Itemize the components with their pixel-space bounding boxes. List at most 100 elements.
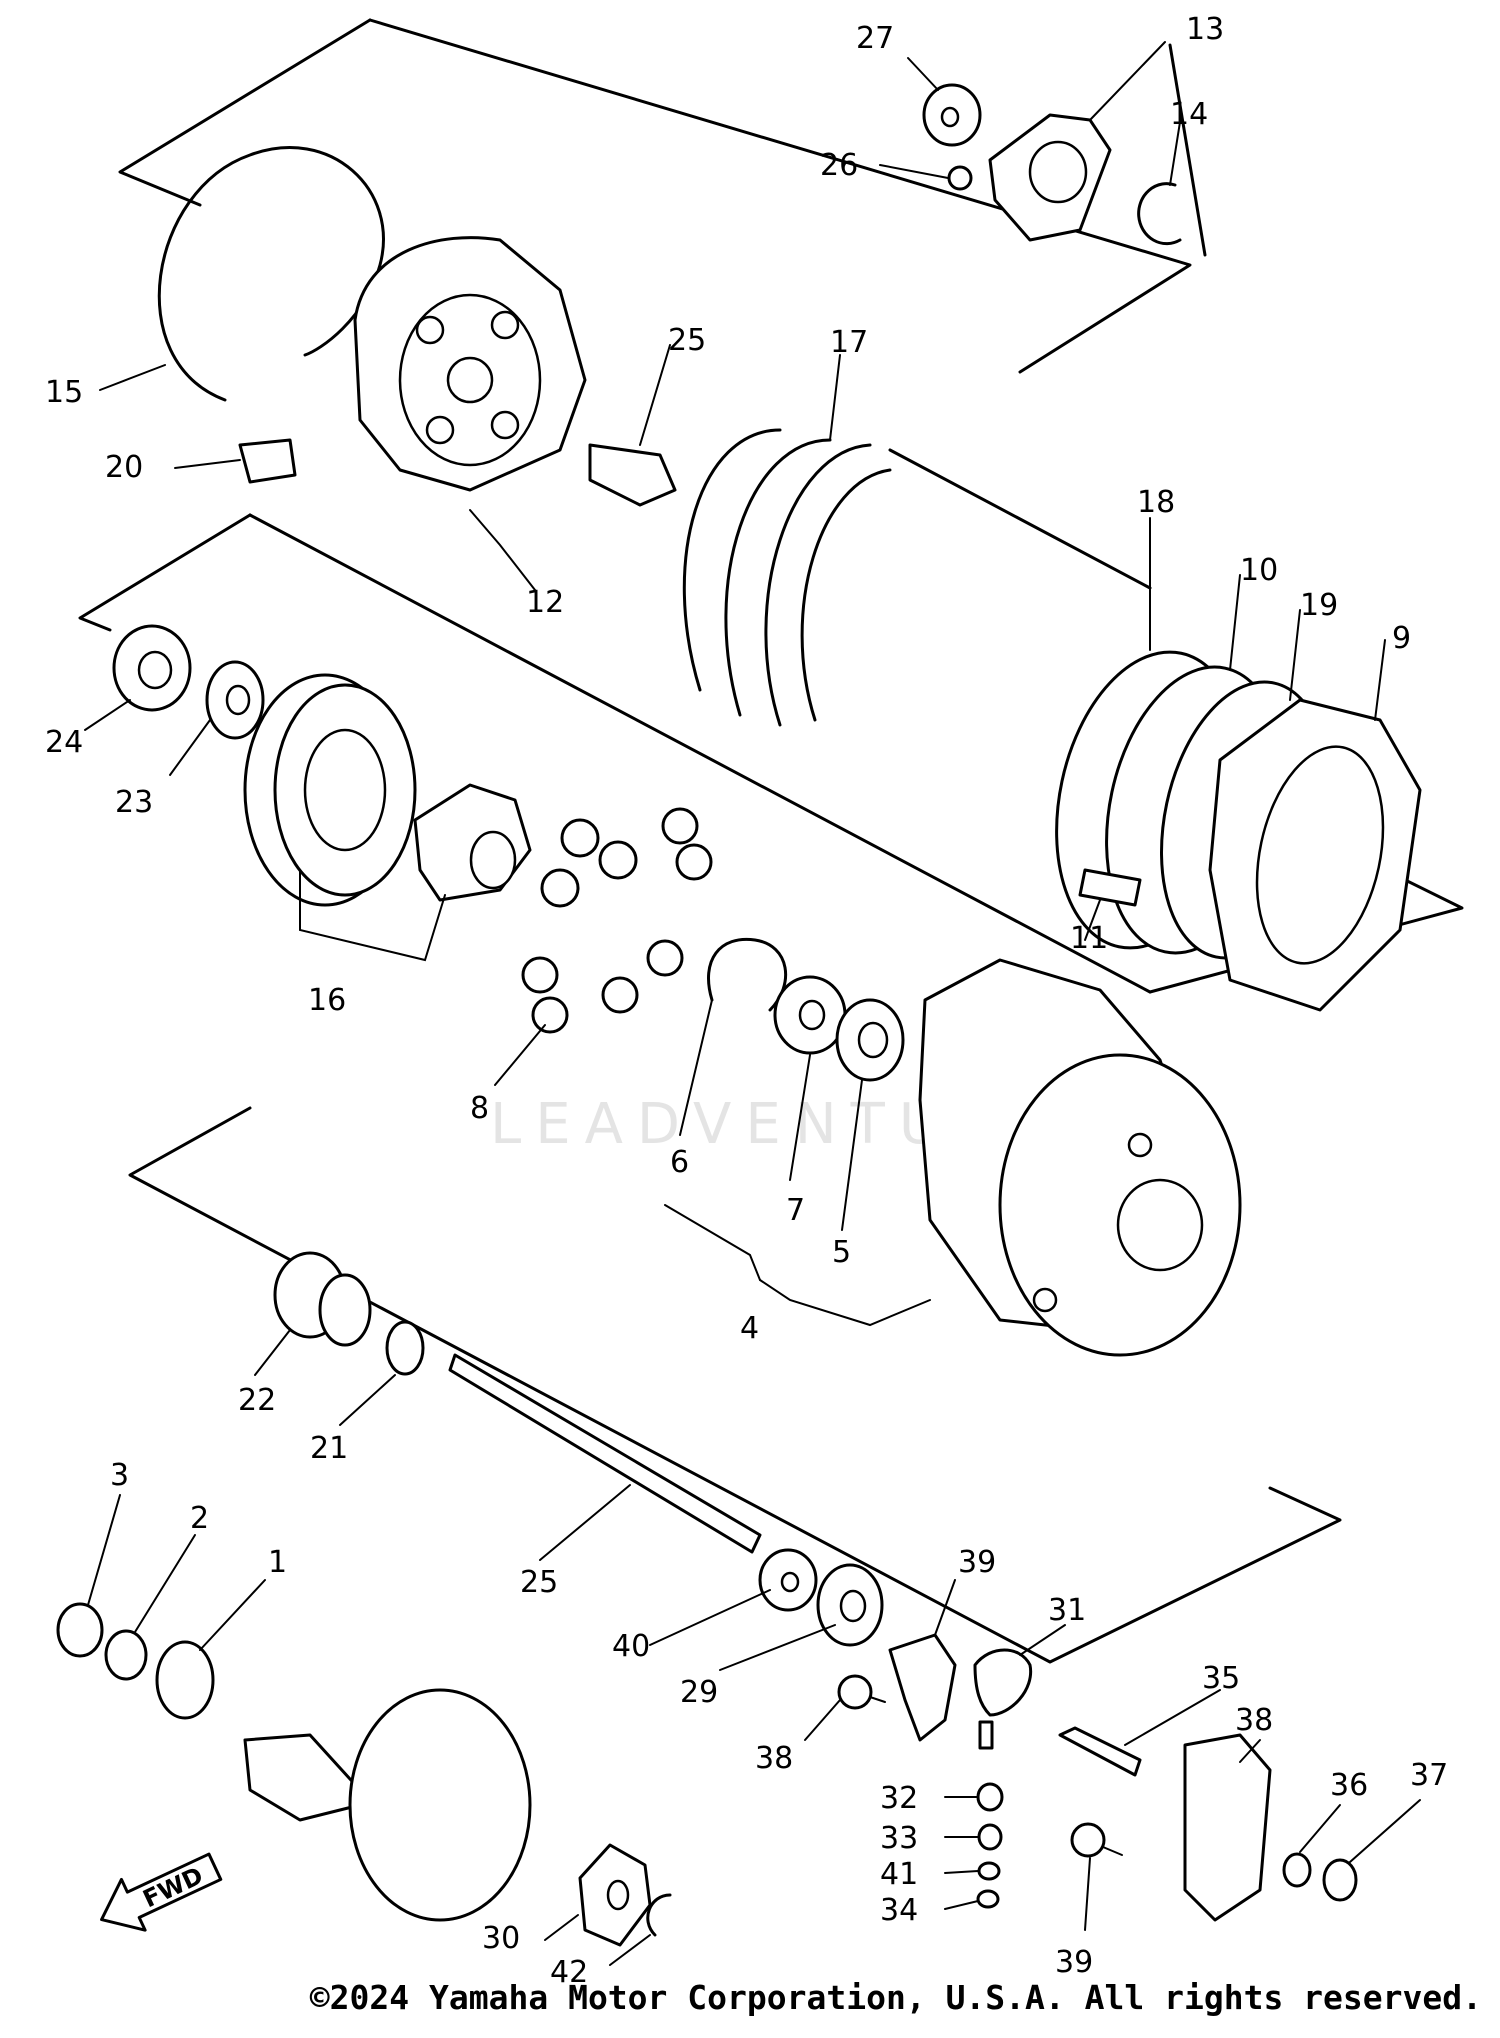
callout-39-lower: 39 — [1055, 1945, 1093, 1980]
callout-8: 8 — [470, 1091, 489, 1126]
part-27-screw — [947, 165, 973, 191]
part-17-plate-4 — [800, 468, 892, 722]
part-39-screw-lower-shank — [1102, 1846, 1123, 1856]
part-16-hub — [413, 783, 532, 902]
lower-group-outline — [128, 1106, 1342, 1664]
part-26-push-rod — [588, 443, 677, 507]
callout-13: 13 — [1186, 12, 1224, 47]
callout-43: 42 — [550, 1955, 588, 1990]
part-40-lever — [888, 1633, 957, 1742]
part-3-nut — [56, 1602, 104, 1658]
part-31-pin — [978, 1720, 994, 1750]
callout-38: 38 — [1235, 1703, 1273, 1738]
callout-12: 12 — [526, 585, 564, 620]
callout-4: 4 — [740, 1311, 759, 1346]
part-17-plate-3 — [764, 443, 872, 727]
middle-group-outline-top — [248, 513, 1152, 994]
part-8-roller-2 — [598, 840, 638, 880]
part-14-circlip — [1137, 182, 1182, 246]
parts: FWD — [56, 83, 1422, 1947]
callout-24: 24 — [45, 725, 83, 760]
part-35-bolt — [1058, 1726, 1142, 1777]
callout-6: 6 — [670, 1145, 689, 1180]
callout-14: 14 — [1170, 97, 1208, 132]
part-39-screw-lower — [1070, 1822, 1106, 1858]
callout-27: 26 — [820, 148, 858, 183]
callout-33: 33 — [880, 1821, 918, 1856]
part-4-rivet-a — [1127, 1132, 1153, 1158]
middle-group-outline-left — [78, 513, 252, 632]
part-23-bore — [225, 684, 251, 716]
part-8-roller-5 — [675, 843, 713, 881]
part-9-bore — [1255, 745, 1385, 965]
part-6-circlip — [707, 937, 787, 1012]
callout-5: 5 — [832, 1235, 851, 1270]
callout-2: 2 — [190, 1501, 209, 1536]
part-42-ring — [977, 1861, 1001, 1881]
callout-39-upper: 38 — [755, 1741, 793, 1776]
part-22-cam-end — [318, 1273, 372, 1347]
callout-29: 29 — [680, 1675, 718, 1710]
crankshaft-web — [348, 1688, 532, 1922]
part-4-housing-face — [998, 1053, 1242, 1357]
upper-group-outline-left — [118, 18, 372, 207]
part-12-hub — [446, 356, 494, 404]
part-12-hole-a — [415, 315, 445, 345]
part-29-bore — [839, 1589, 867, 1623]
part-12-hole-b — [490, 310, 520, 340]
bearing-bracket — [1168, 43, 1207, 257]
callout-3: 3 — [110, 1458, 129, 1493]
callout-25: 25 — [520, 1565, 558, 1600]
callout-19: 19 — [1300, 588, 1338, 623]
callout-18: 18 — [1137, 485, 1175, 520]
callout-26: 25 — [668, 323, 706, 358]
callout-17: 17 — [830, 325, 868, 360]
callout-15: 15 — [45, 375, 83, 410]
part-1-gear — [155, 1640, 215, 1720]
upper-group-outline — [368, 18, 1192, 374]
fwd-arrow: FWD — [100, 1852, 223, 1932]
part-4-hub — [1116, 1178, 1204, 1272]
copyright-notice: ©2024 Yamaha Motor Corporation, U.S.A. A… — [309, 1978, 1482, 2017]
callout-40: 39 — [958, 1545, 996, 1580]
part-15-wire-ring — [157, 146, 385, 402]
callout-35: 35 — [1202, 1661, 1240, 1696]
callout-41: 40 — [612, 1629, 650, 1664]
callout-36: 36 — [1330, 1768, 1368, 1803]
part-16-hub-bore — [469, 830, 517, 890]
callout-22: 22 — [238, 1383, 276, 1418]
part-30-hole — [606, 1879, 630, 1911]
part-39-screw-upper-shank — [869, 1696, 886, 1703]
callout-32: 32 — [880, 1781, 918, 1816]
part-28-hole — [940, 106, 960, 128]
part-5-bore — [857, 1021, 889, 1059]
part-32-nut — [976, 1782, 1004, 1812]
fwd-arrow-icon — [100, 1852, 223, 1932]
part-17-plate-2 — [724, 438, 832, 717]
callout-42: 41 — [880, 1857, 918, 1892]
callout-10: 10 — [1240, 553, 1278, 588]
part-8-roller-9 — [646, 939, 684, 977]
part-31-arm — [973, 1648, 1033, 1717]
part-25-push-rod — [448, 1353, 762, 1554]
part-36-washer — [1282, 1852, 1312, 1888]
part-11-spring — [1078, 868, 1142, 907]
part-7-bore — [798, 999, 826, 1031]
callout-1: 1 — [268, 1545, 287, 1580]
part-41-bore — [780, 1571, 800, 1593]
part-12-hole-c — [425, 415, 455, 445]
part-17-plate-1 — [682, 428, 782, 692]
callout-34: 34 — [880, 1893, 918, 1928]
part-12-hole-d — [490, 410, 520, 440]
part-16-gear-bore — [303, 728, 387, 852]
callout-31: 31 — [1048, 1593, 1086, 1628]
part-21-washer — [385, 1320, 425, 1376]
part-43-clip — [646, 1893, 672, 1937]
callout-9: 9 — [1392, 621, 1411, 656]
callout-23: 23 — [115, 785, 153, 820]
part-8-roller-3 — [540, 868, 580, 908]
part-20-spring — [238, 438, 297, 484]
part-8-roller-4 — [661, 807, 699, 845]
part-34-pin — [976, 1889, 1000, 1909]
part-8-roller-1 — [560, 818, 600, 858]
